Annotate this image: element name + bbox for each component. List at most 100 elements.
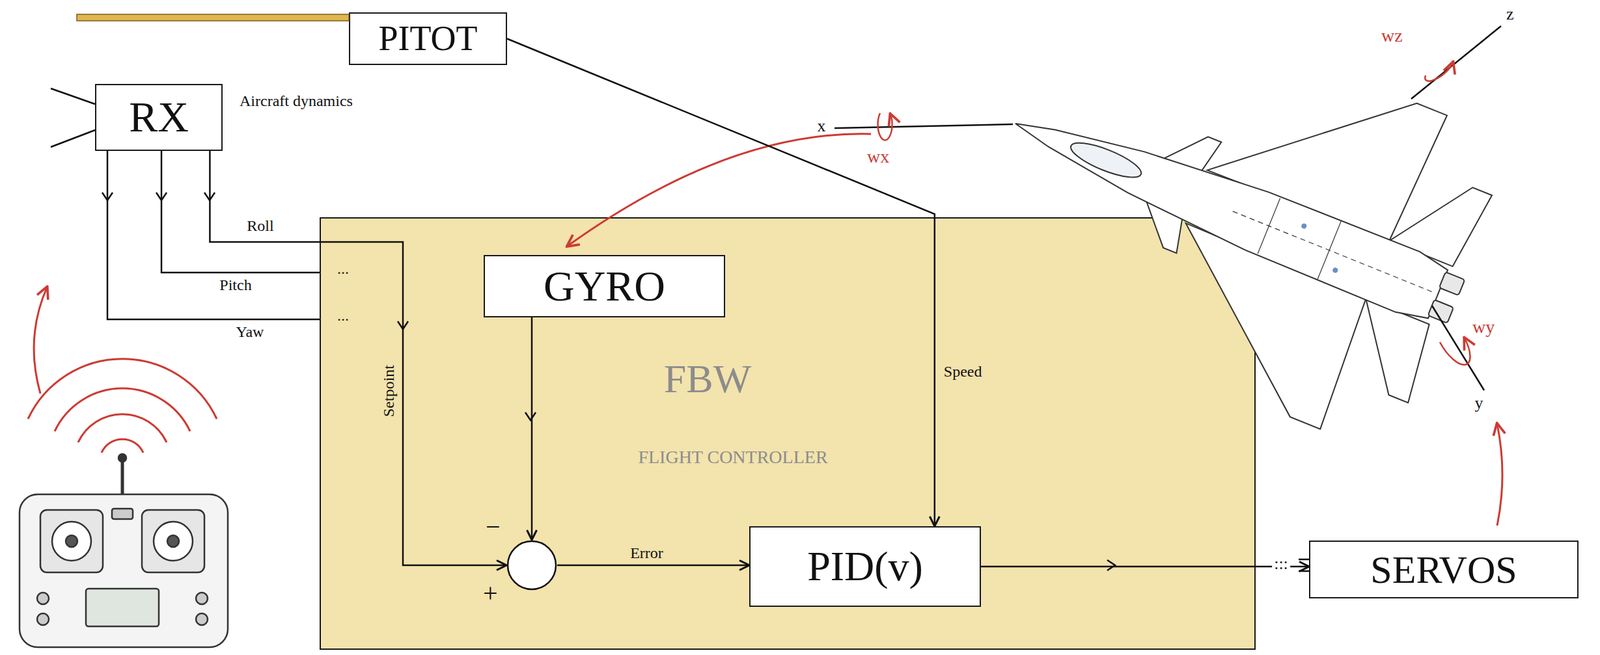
label-holder: z <box>1506 5 1515 25</box>
flow-arrow <box>1497 424 1503 526</box>
axis-label: z <box>1506 5 1515 25</box>
radio-transmitter <box>195 593 208 605</box>
label-holder: Aircraft dynamics <box>239 92 353 110</box>
node-text: PID(v) <box>807 544 924 590</box>
text-holder: RX <box>128 93 189 142</box>
aircraft-drawing <box>1331 266 1339 274</box>
axis-label: y <box>1475 394 1484 414</box>
channel-wire <box>1298 559 1310 572</box>
signal-connector <box>209 151 507 566</box>
label-holder: Yaw <box>236 323 265 341</box>
channel-wire <box>102 192 113 201</box>
signal-connector <box>531 317 534 541</box>
node-text: + <box>482 579 498 608</box>
radio-transmitter <box>118 454 127 463</box>
body-axis <box>834 124 1013 129</box>
channel-label: Yaw <box>236 323 265 341</box>
aircraft-drawing <box>1335 298 1439 403</box>
text-holder: − <box>485 512 501 542</box>
aircraft-drawing <box>1389 165 1492 271</box>
channel-wire <box>397 321 409 330</box>
rotation-label: wx <box>867 147 890 168</box>
rotation-arrow <box>1424 62 1453 82</box>
channel-wire <box>102 151 1310 572</box>
pitot-tube <box>76 14 349 21</box>
rotation-label: wy <box>1472 317 1495 338</box>
pitot-tube <box>76 14 349 21</box>
aircraft-drawing <box>1133 223 1373 429</box>
junction-circle <box>506 540 558 592</box>
aircraft-drawing <box>1131 200 1191 254</box>
antenna-wire <box>50 130 96 148</box>
signal-label: Error <box>630 544 664 562</box>
signal-label: Setpoint <box>380 364 398 417</box>
node-text: FBW <box>663 356 752 401</box>
gyro-box: GYRO <box>483 255 726 318</box>
axis-label: x <box>817 117 827 137</box>
signal-label: Aircraft dynamics <box>239 92 353 110</box>
summing-junction: −+ <box>506 540 558 592</box>
label-holder: x <box>817 117 827 137</box>
aircraft-drawing <box>1162 124 1222 178</box>
edge-label-holder: Speed <box>943 363 983 381</box>
antenna-wire <box>50 88 96 105</box>
rotation-arrow <box>878 113 893 140</box>
radio-waves <box>78 414 167 443</box>
flow-arrow <box>33 287 47 394</box>
flow-arrow <box>33 134 1503 526</box>
label-holder: ::: <box>1271 555 1291 575</box>
radio-transmitter <box>65 535 78 548</box>
node-text: SERVOS <box>1370 548 1517 592</box>
radio-waves <box>27 359 217 454</box>
rotation-arrow <box>878 62 1471 366</box>
radio-transmitter <box>195 613 208 626</box>
aircraft-drawing <box>1003 93 1450 325</box>
radio-transmitter <box>37 613 49 626</box>
aircraft-drawing <box>1439 272 1465 296</box>
channel-wire <box>161 151 320 273</box>
continuation-dots: ... <box>337 307 349 325</box>
radio-transmitter <box>19 494 228 648</box>
radio-transmitter <box>121 459 125 497</box>
channel-wire <box>1107 560 1116 571</box>
radio-transmitter <box>37 593 49 605</box>
signal-connector <box>507 39 935 528</box>
radio-transmitter <box>40 510 103 573</box>
node-text: GYRO <box>543 262 666 311</box>
node-text: PITOT <box>378 19 478 58</box>
radio-transmitter <box>52 522 92 562</box>
channel-wire <box>525 412 536 421</box>
label-holder: Roll <box>246 217 274 235</box>
aircraft-drawing <box>1207 39 1448 246</box>
radio-waves <box>101 439 144 454</box>
signal-label: Speed <box>943 363 983 381</box>
node-text: − <box>485 512 501 542</box>
text-holder: PID(v) <box>807 544 924 590</box>
antenna-wire <box>50 88 96 148</box>
label-holder: ... <box>337 260 349 278</box>
text-holder: FLIGHT CONTROLLER <box>637 447 828 469</box>
radio-transmitter <box>141 510 205 573</box>
text-holder: FBW <box>663 356 752 401</box>
aircraft-drawing <box>952 0 1520 459</box>
radio-transmitter <box>167 535 180 548</box>
node-text: FLIGHT CONTROLLER <box>637 447 828 469</box>
continuation-dots: ::: <box>1271 555 1291 575</box>
pid-controller-box: PID(v) <box>749 526 981 608</box>
channel-wire <box>107 151 320 320</box>
flight-controller-box: FBWFLIGHT CONTROLLERGYRO−+PID(v) <box>319 217 1256 651</box>
label-holder: ... <box>337 307 349 325</box>
continuation-dots: ... <box>337 260 349 278</box>
receiver-box: RX <box>95 83 223 152</box>
radio-transmitter <box>153 522 193 562</box>
junction-circle <box>507 541 556 590</box>
radio-transmitter <box>19 454 228 648</box>
label-holder: wz <box>1381 26 1403 47</box>
radio-waves <box>27 359 217 420</box>
channel-label: Pitch <box>219 276 252 294</box>
flow-arrow <box>567 134 871 247</box>
radio-transmitter <box>85 589 159 627</box>
pitot-box: PITOT <box>348 12 508 66</box>
rotation-label: wz <box>1381 26 1403 47</box>
